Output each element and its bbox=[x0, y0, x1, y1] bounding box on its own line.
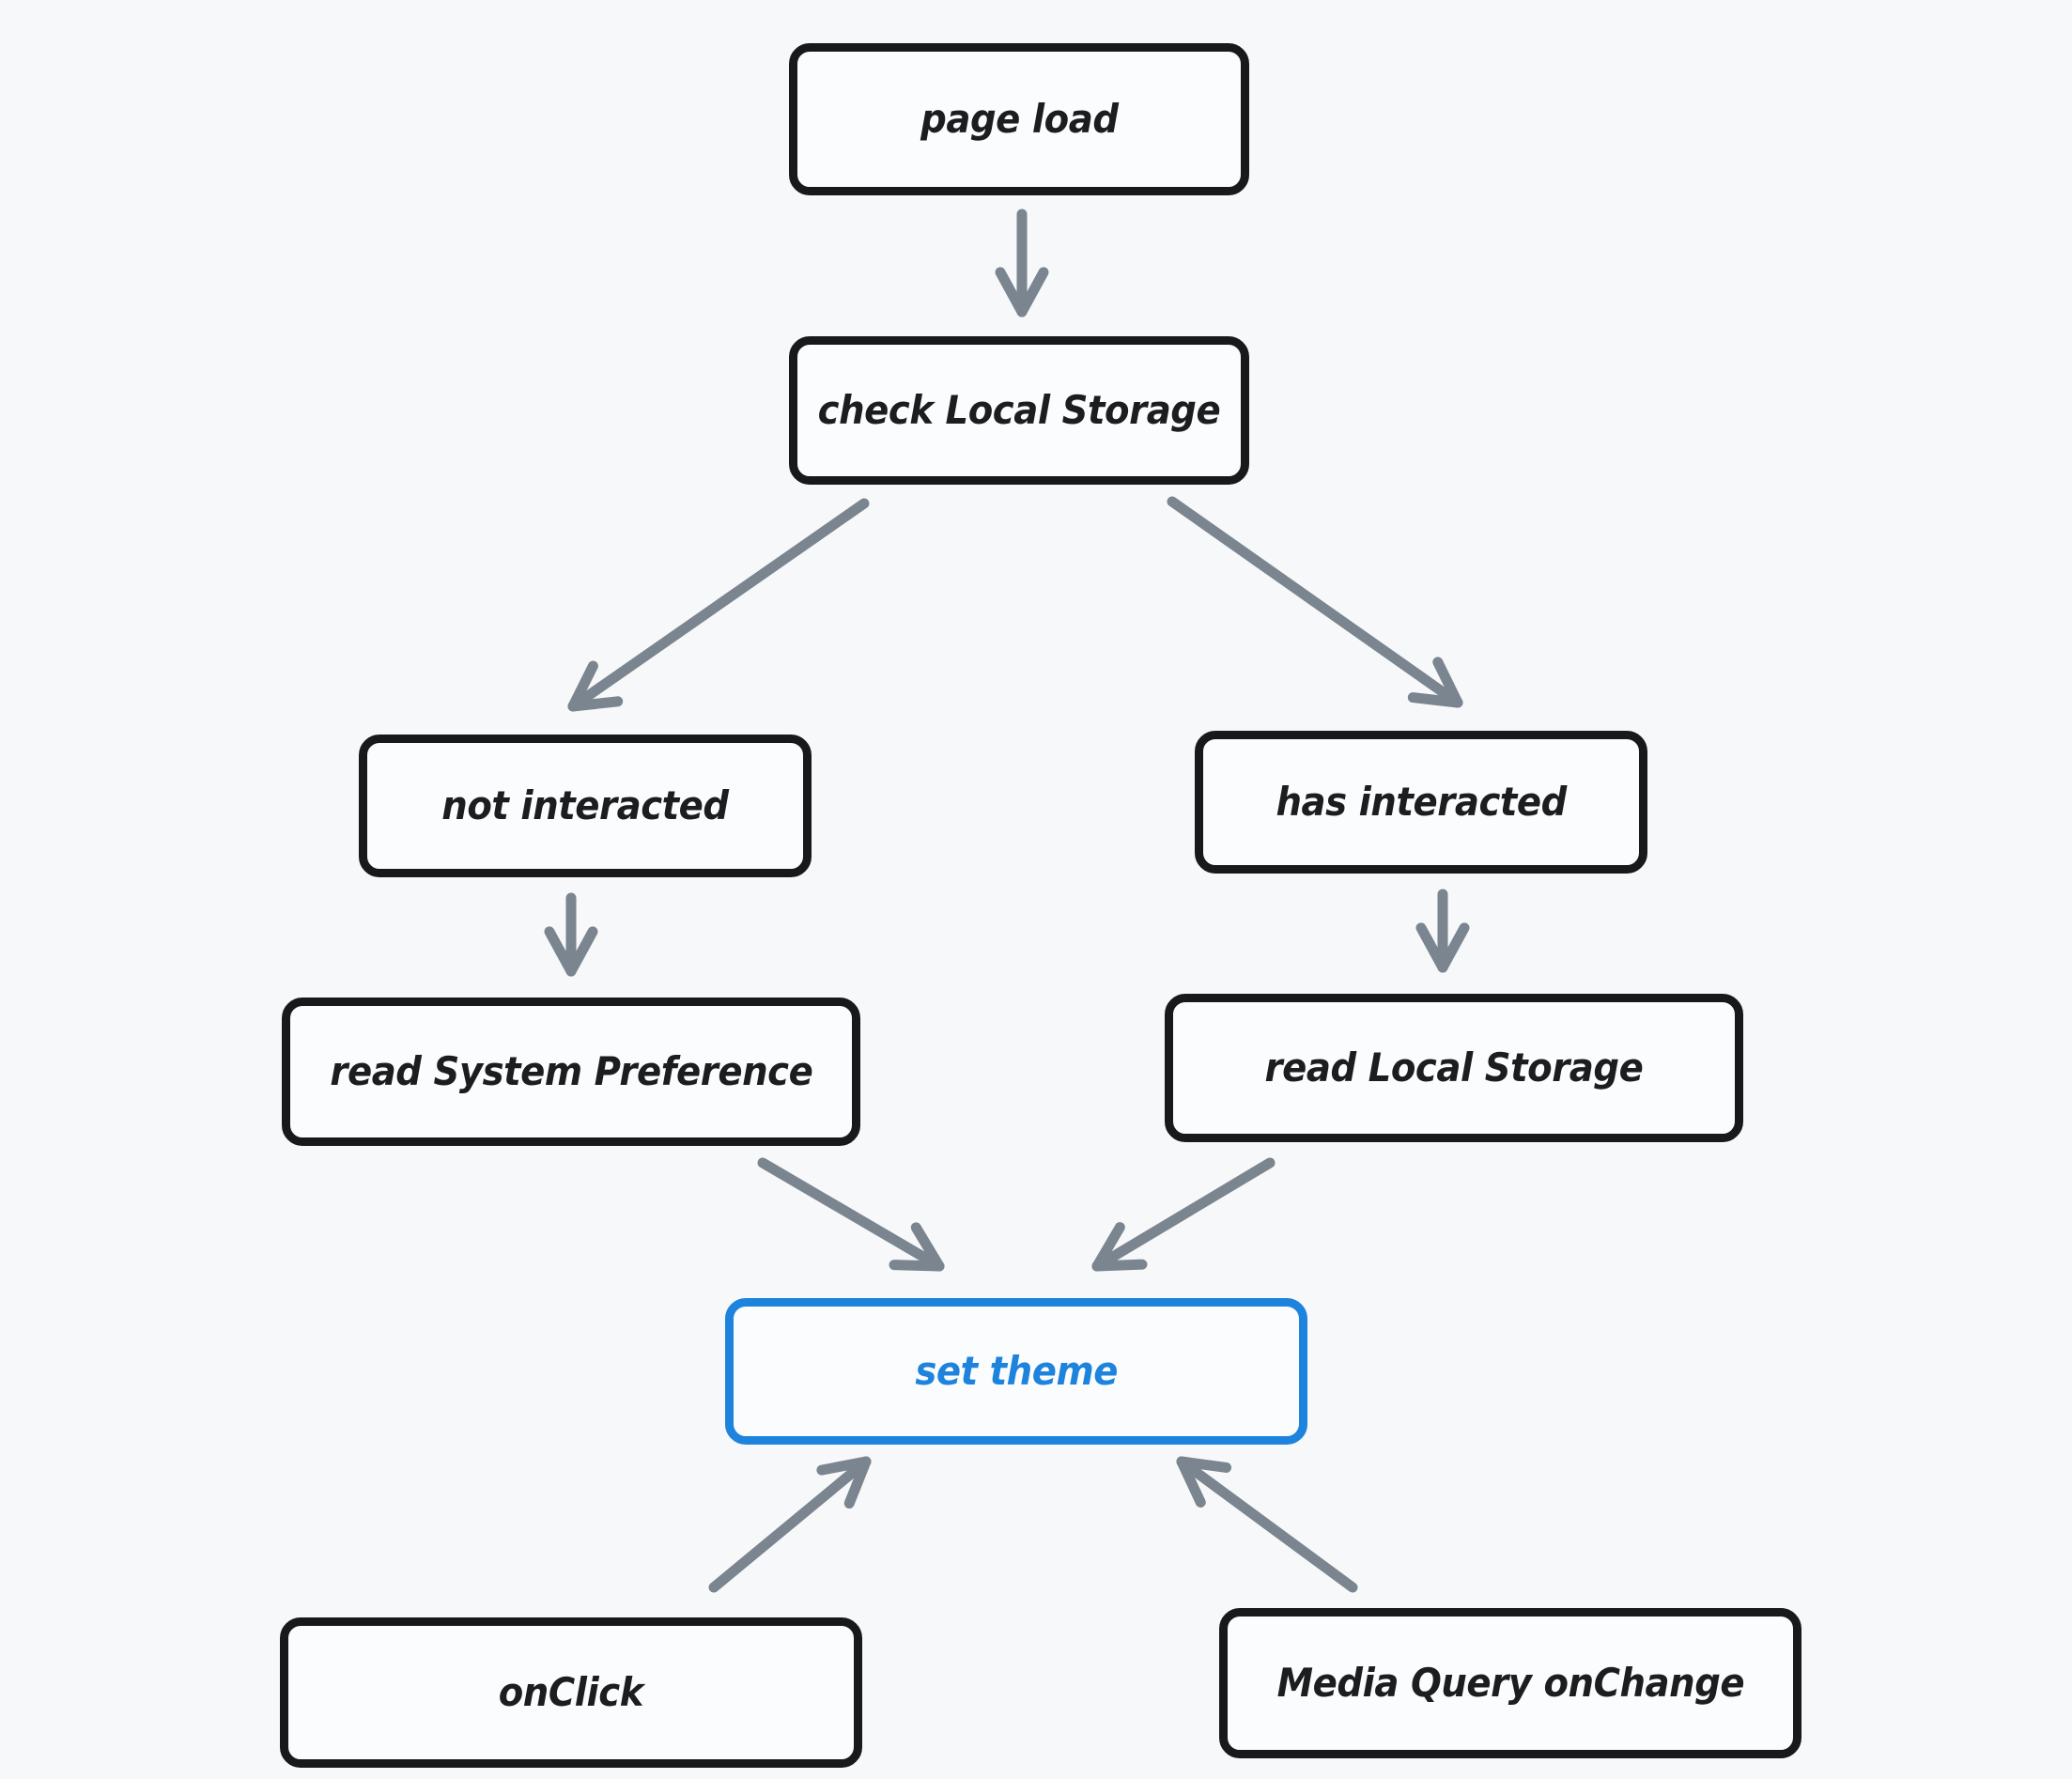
node-label: set theme bbox=[915, 1347, 1118, 1394]
node-read-local-storage[interactable]: read Local Storage bbox=[1165, 994, 1743, 1142]
node-has-interacted[interactable]: has interacted bbox=[1195, 731, 1647, 874]
edge-arrow bbox=[1176, 1456, 1358, 1593]
edge-arrow bbox=[757, 1157, 945, 1272]
node-label: read System Preference bbox=[329, 1047, 813, 1094]
node-on-click[interactable]: onClick bbox=[280, 1617, 862, 1768]
edge-arrow bbox=[708, 1456, 872, 1593]
edge-arrow bbox=[995, 209, 1049, 317]
node-label: has interacted bbox=[1276, 778, 1567, 825]
edge-arrow bbox=[1415, 889, 1470, 973]
edge-arrow bbox=[1167, 496, 1463, 708]
node-label: read Local Storage bbox=[1264, 1044, 1644, 1091]
node-media-query-onchange[interactable]: Media Query onChange bbox=[1219, 1608, 1801, 1758]
node-set-theme[interactable]: set theme bbox=[725, 1298, 1307, 1445]
node-label: onClick bbox=[498, 1668, 644, 1715]
node-check-local-storage[interactable]: check Local Storage bbox=[789, 336, 1249, 485]
node-label: not interacted bbox=[441, 781, 729, 828]
edge-arrow bbox=[544, 892, 598, 977]
node-not-interacted[interactable]: not interacted bbox=[359, 735, 812, 877]
node-label: page load bbox=[920, 95, 1119, 142]
node-label: Media Query onChange bbox=[1276, 1659, 1744, 1706]
node-read-system-preference[interactable]: read System Preference bbox=[282, 998, 860, 1146]
edge-arrow bbox=[567, 498, 870, 712]
node-page-load[interactable]: page load bbox=[789, 43, 1249, 195]
edge-arrow bbox=[1091, 1157, 1276, 1272]
node-label: check Local Storage bbox=[817, 386, 1221, 433]
